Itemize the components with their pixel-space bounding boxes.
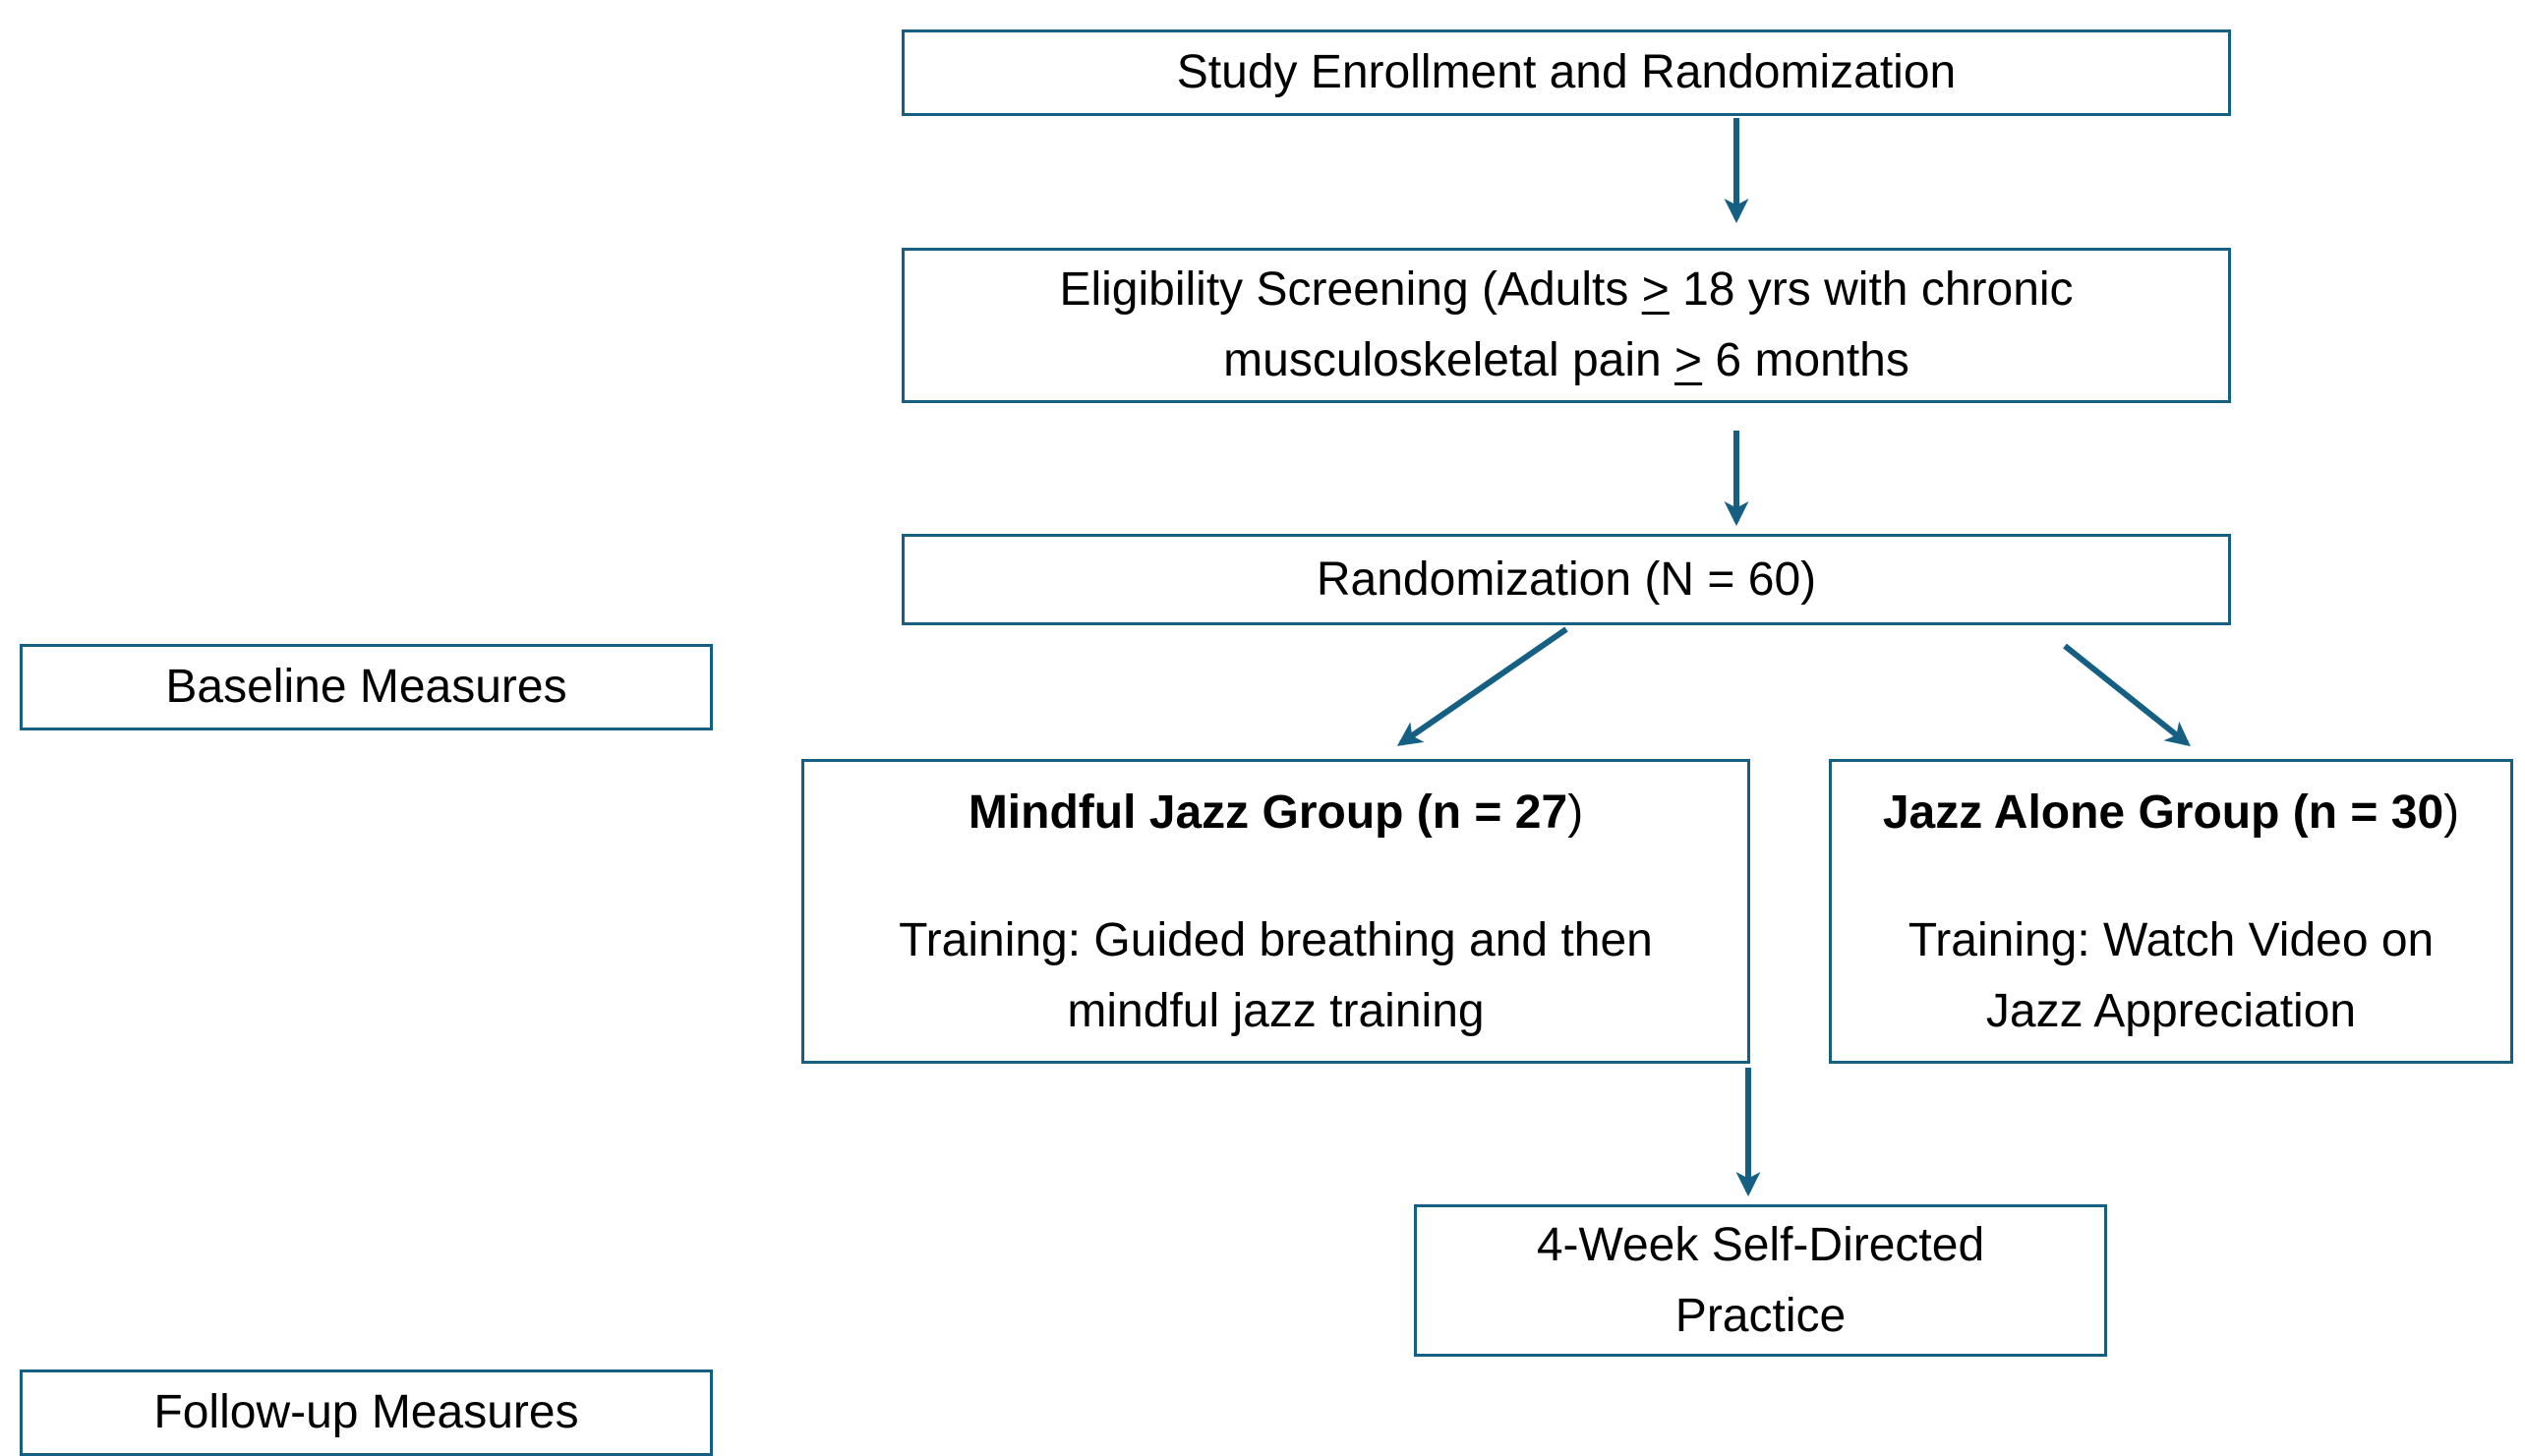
box-study-enrollment: Study Enrollment and Randomization: [902, 29, 2231, 116]
mindful-jazz-body-line-2: mindful jazz training: [1067, 985, 1485, 1037]
eligibility-line-1: Eligibility Screening (Adults > 18 yrs w…: [1059, 255, 2073, 325]
eligibility-line-2: musculoskeletal pain > 6 months: [1223, 325, 1909, 396]
eligibility-line2-pre: musculoskeletal pain: [1223, 334, 1675, 386]
greater-equal-symbol: >: [1641, 263, 1670, 316]
eligibility-line1-pre: Eligibility Screening (Adults: [1059, 263, 1642, 316]
baseline-measures-label: Baseline Measures: [165, 661, 567, 713]
box-baseline-measures: Baseline Measures: [20, 644, 713, 730]
box-eligibility-screening: Eligibility Screening (Adults > 18 yrs w…: [902, 248, 2231, 403]
mindful-jazz-group-title-bold: Mindful Jazz Group (n = 27: [968, 786, 1568, 839]
jazz-alone-body-line-1: Training: Watch Video on: [1908, 914, 2435, 966]
box-mindful-jazz-group: Mindful Jazz Group (n = 27) Training: Gu…: [801, 759, 1750, 1064]
greater-equal-symbol: >: [1674, 334, 1703, 386]
jazz-alone-group-title-bold: Jazz Alone Group (n = 30: [1882, 786, 2444, 839]
eligibility-line2-post: 6 months: [1702, 334, 1909, 386]
randomization-label: Randomization (N = 60): [1316, 553, 1817, 606]
box-self-directed-practice: 4-Week Self-Directed Practice: [1414, 1204, 2107, 1357]
followup-measures-label: Follow-up Measures: [153, 1386, 579, 1438]
practice-line-1: 4-Week Self-Directed: [1536, 1218, 1985, 1271]
practice-line-2: Practice: [1674, 1289, 1847, 1342]
mindful-jazz-group-title-suffix: ): [1567, 786, 1584, 839]
jazz-alone-group-title: Jazz Alone Group (n = 30): [1883, 778, 2459, 848]
study-enrollment-label: Study Enrollment and Randomization: [1176, 46, 1957, 98]
arrow-randomization-to-jazz-alone: [2063, 643, 2191, 747]
mindful-jazz-group-title: Mindful Jazz Group (n = 27): [969, 778, 1583, 848]
mindful-jazz-group-body: Training: Guided breathing and then mind…: [899, 905, 1653, 1047]
box-randomization: Randomization (N = 60): [902, 534, 2231, 625]
jazz-alone-group-title-suffix: ): [2443, 786, 2460, 839]
jazz-alone-group-body: Training: Watch Video on Jazz Appreciati…: [1908, 905, 2435, 1047]
jazz-alone-body-line-2: Jazz Appreciation: [1985, 985, 2357, 1037]
mindful-jazz-body-line-1: Training: Guided breathing and then: [899, 914, 1653, 966]
eligibility-line1-post: 18 yrs with chronic: [1669, 263, 2074, 316]
arrow-randomization-to-mindful-jazz: [1396, 626, 1568, 746]
box-followup-measures: Follow-up Measures: [20, 1369, 713, 1456]
box-jazz-alone-group: Jazz Alone Group (n = 30) Training: Watc…: [1829, 759, 2513, 1064]
